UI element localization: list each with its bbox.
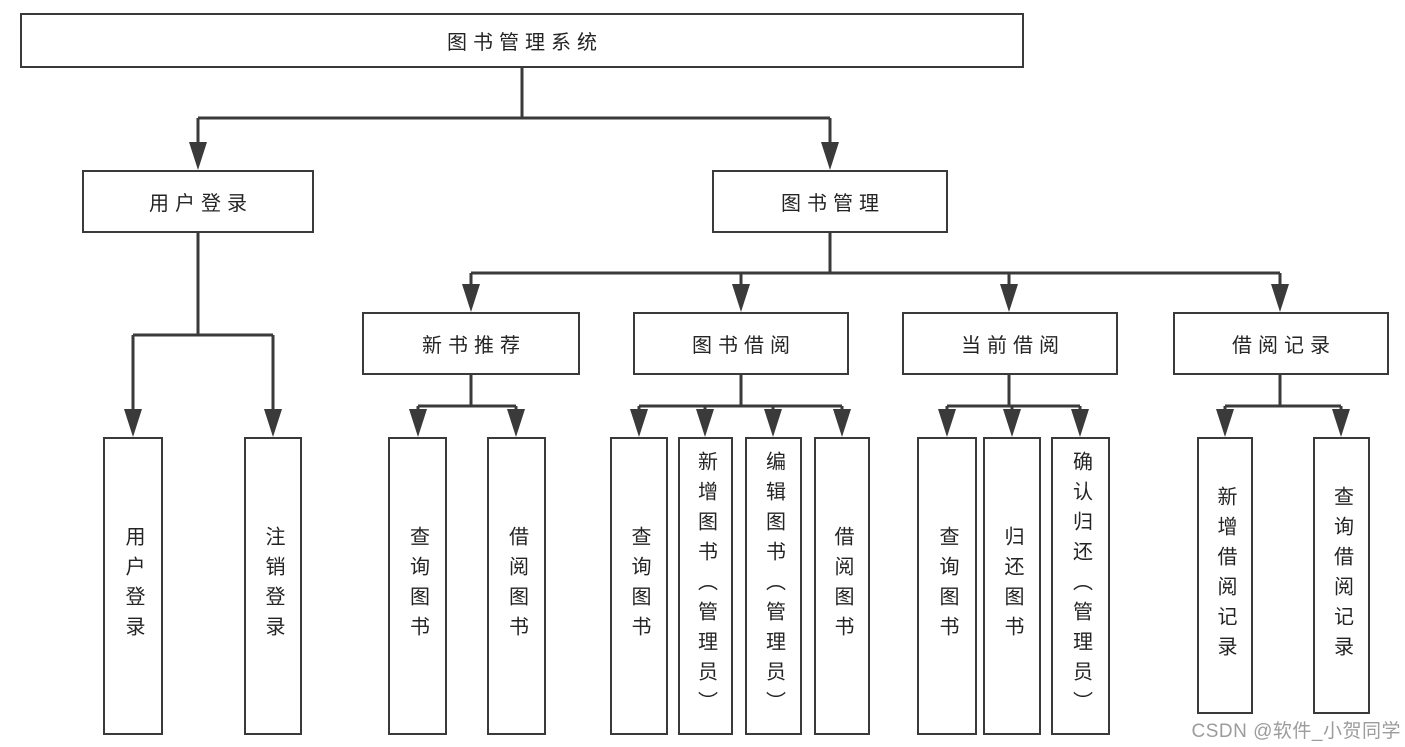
connector-mgmt-to-level3 <box>469 233 1282 284</box>
leaf-cb-return-books-label: 归还图书 <box>1001 526 1023 646</box>
leaf-bb-query-books: 查询图书 <box>610 437 668 735</box>
leaf-user-login-label: 用户登录 <box>122 526 144 646</box>
node-current-borrow-label: 当前借阅 <box>961 335 1065 357</box>
node-borrow-records: 借阅记录 <box>1173 312 1389 375</box>
leaf-cb-return-books: 归还图书 <box>983 437 1041 735</box>
leaf-br-add-record: 新增借阅记录 <box>1197 437 1253 714</box>
connector-current-to-leaves <box>945 375 1082 409</box>
node-root-label: 图书管理系统 <box>447 32 603 54</box>
node-user-login: 用户登录 <box>82 170 314 233</box>
node-new-book-recommend: 新书推荐 <box>362 312 580 375</box>
node-book-management-label: 图书管理 <box>781 193 885 215</box>
node-book-management: 图书管理 <box>712 170 948 233</box>
leaf-nb-borrow-books-label: 借阅图书 <box>505 526 528 646</box>
leaf-bb-borrow-books: 借阅图书 <box>814 437 870 735</box>
node-book-borrow: 图书借阅 <box>633 312 849 375</box>
arrowheads-level3 <box>462 284 1289 312</box>
leaf-bb-add-books-admin-label: 新增图书（管理员） <box>694 451 717 721</box>
arrowheads-borrow-leaves <box>630 409 851 437</box>
node-book-borrow-label: 图书借阅 <box>692 335 796 357</box>
connector-records-to-leaves <box>1223 375 1343 409</box>
arrowheads-level2 <box>189 142 839 170</box>
leaf-bb-edit-books-admin: 编辑图书（管理员） <box>745 437 802 735</box>
leaf-bb-borrow-books-label: 借阅图书 <box>831 526 853 646</box>
arrowheads-records-leaves <box>1216 409 1350 437</box>
leaf-br-add-record-label: 新增借阅记录 <box>1214 485 1236 666</box>
leaf-logout-label: 注销登录 <box>262 526 284 646</box>
connector-login-to-leaves <box>131 233 275 409</box>
leaf-bb-query-books-label: 查询图书 <box>628 526 650 646</box>
leaf-logout: 注销登录 <box>244 437 302 735</box>
node-borrow-records-label: 借阅记录 <box>1232 335 1336 357</box>
leaf-bb-edit-books-admin-label: 编辑图书（管理员） <box>762 451 785 721</box>
connector-root-to-level2 <box>196 68 832 142</box>
connector-borrow-to-leaves <box>637 375 844 409</box>
connector-newbooks-to-leaves <box>416 375 518 409</box>
watermark: CSDN @软件_小贺同学 <box>1191 721 1401 742</box>
arrowheads-current-leaves <box>938 409 1089 437</box>
node-root: 图书管理系统 <box>20 13 1024 68</box>
leaf-nb-query-books: 查询图书 <box>388 437 447 735</box>
leaf-br-query-record-label: 查询借阅记录 <box>1330 485 1353 666</box>
node-user-login-label: 用户登录 <box>149 193 253 215</box>
leaf-bb-add-books-admin: 新增图书（管理员） <box>678 437 733 735</box>
node-current-borrow: 当前借阅 <box>902 312 1118 375</box>
leaf-cb-confirm-return-admin-label: 确认归还（管理员） <box>1069 451 1092 721</box>
node-new-book-recommend-label: 新书推荐 <box>422 335 526 357</box>
arrowheads-login-leaves <box>124 409 282 437</box>
leaf-br-query-record: 查询借阅记录 <box>1313 437 1370 714</box>
leaf-user-login: 用户登录 <box>103 437 163 735</box>
leaf-cb-confirm-return-admin: 确认归还（管理员） <box>1051 437 1110 735</box>
leaf-nb-borrow-books: 借阅图书 <box>487 437 546 735</box>
leaf-cb-query-books: 查询图书 <box>917 437 977 735</box>
leaf-nb-query-books-label: 查询图书 <box>406 526 429 646</box>
leaf-cb-query-books-label: 查询图书 <box>936 526 958 646</box>
arrowheads-newbooks-leaves <box>409 409 525 437</box>
